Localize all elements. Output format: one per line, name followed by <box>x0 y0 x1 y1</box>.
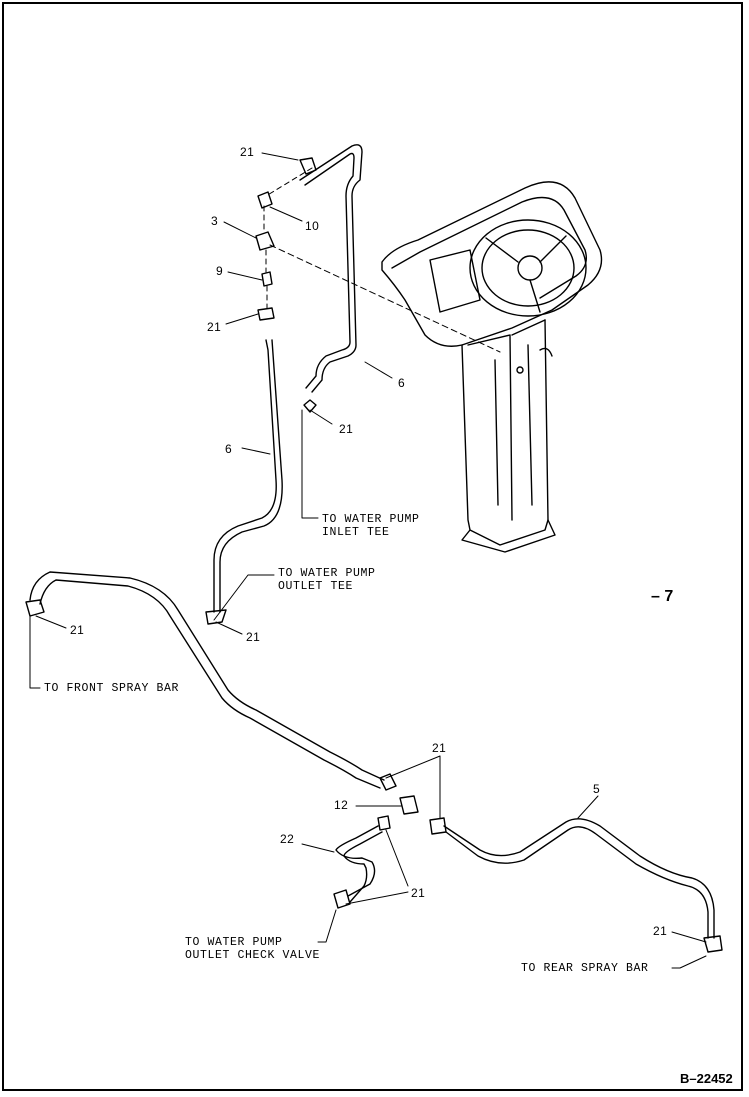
callout-21: 21 <box>207 320 222 334</box>
callout-21: 21 <box>653 924 668 938</box>
note-outlet-check-valve: TO WATER PUMP OUTLET CHECK VALVE <box>185 936 321 962</box>
callout-9: 9 <box>216 264 224 278</box>
figure-code: B–22452 <box>680 1071 733 1086</box>
callout-3: 3 <box>211 214 219 228</box>
note-inlet-tee: TO WATER PUMP INLET TEE <box>322 513 420 539</box>
callout-21: 21 <box>339 422 354 436</box>
note-rear-spray-bar: TO REAR SPRAY BAR <box>521 962 649 975</box>
figure-reference: – 7 <box>651 588 674 605</box>
hose-5 <box>443 818 723 953</box>
callout-22: 22 <box>280 832 295 846</box>
callout-21: 21 <box>70 623 85 637</box>
callout-21: 21 <box>432 741 447 755</box>
callout-5: 5 <box>593 782 601 796</box>
hose-22 <box>333 825 383 909</box>
steering-console <box>381 181 603 553</box>
callout-6: 6 <box>398 376 406 390</box>
callout-21: 21 <box>411 886 426 900</box>
hose-6-lower <box>205 339 283 625</box>
callout-21: 21 <box>246 630 261 644</box>
callout-12: 12 <box>334 798 349 812</box>
callout-10: 10 <box>305 219 320 233</box>
tee-fittings <box>377 773 447 835</box>
note-front-spray-bar: TO FRONT SPRAY BAR <box>44 682 180 695</box>
hose-6-upper <box>299 144 363 413</box>
leader-lines <box>29 152 707 969</box>
upper-fittings <box>255 157 317 321</box>
callout-21: 21 <box>240 145 255 159</box>
hose-front <box>25 571 385 789</box>
note-outlet-tee: TO WATER PUMP OUTLET TEE <box>278 567 376 593</box>
callout-6: 6 <box>225 442 233 456</box>
